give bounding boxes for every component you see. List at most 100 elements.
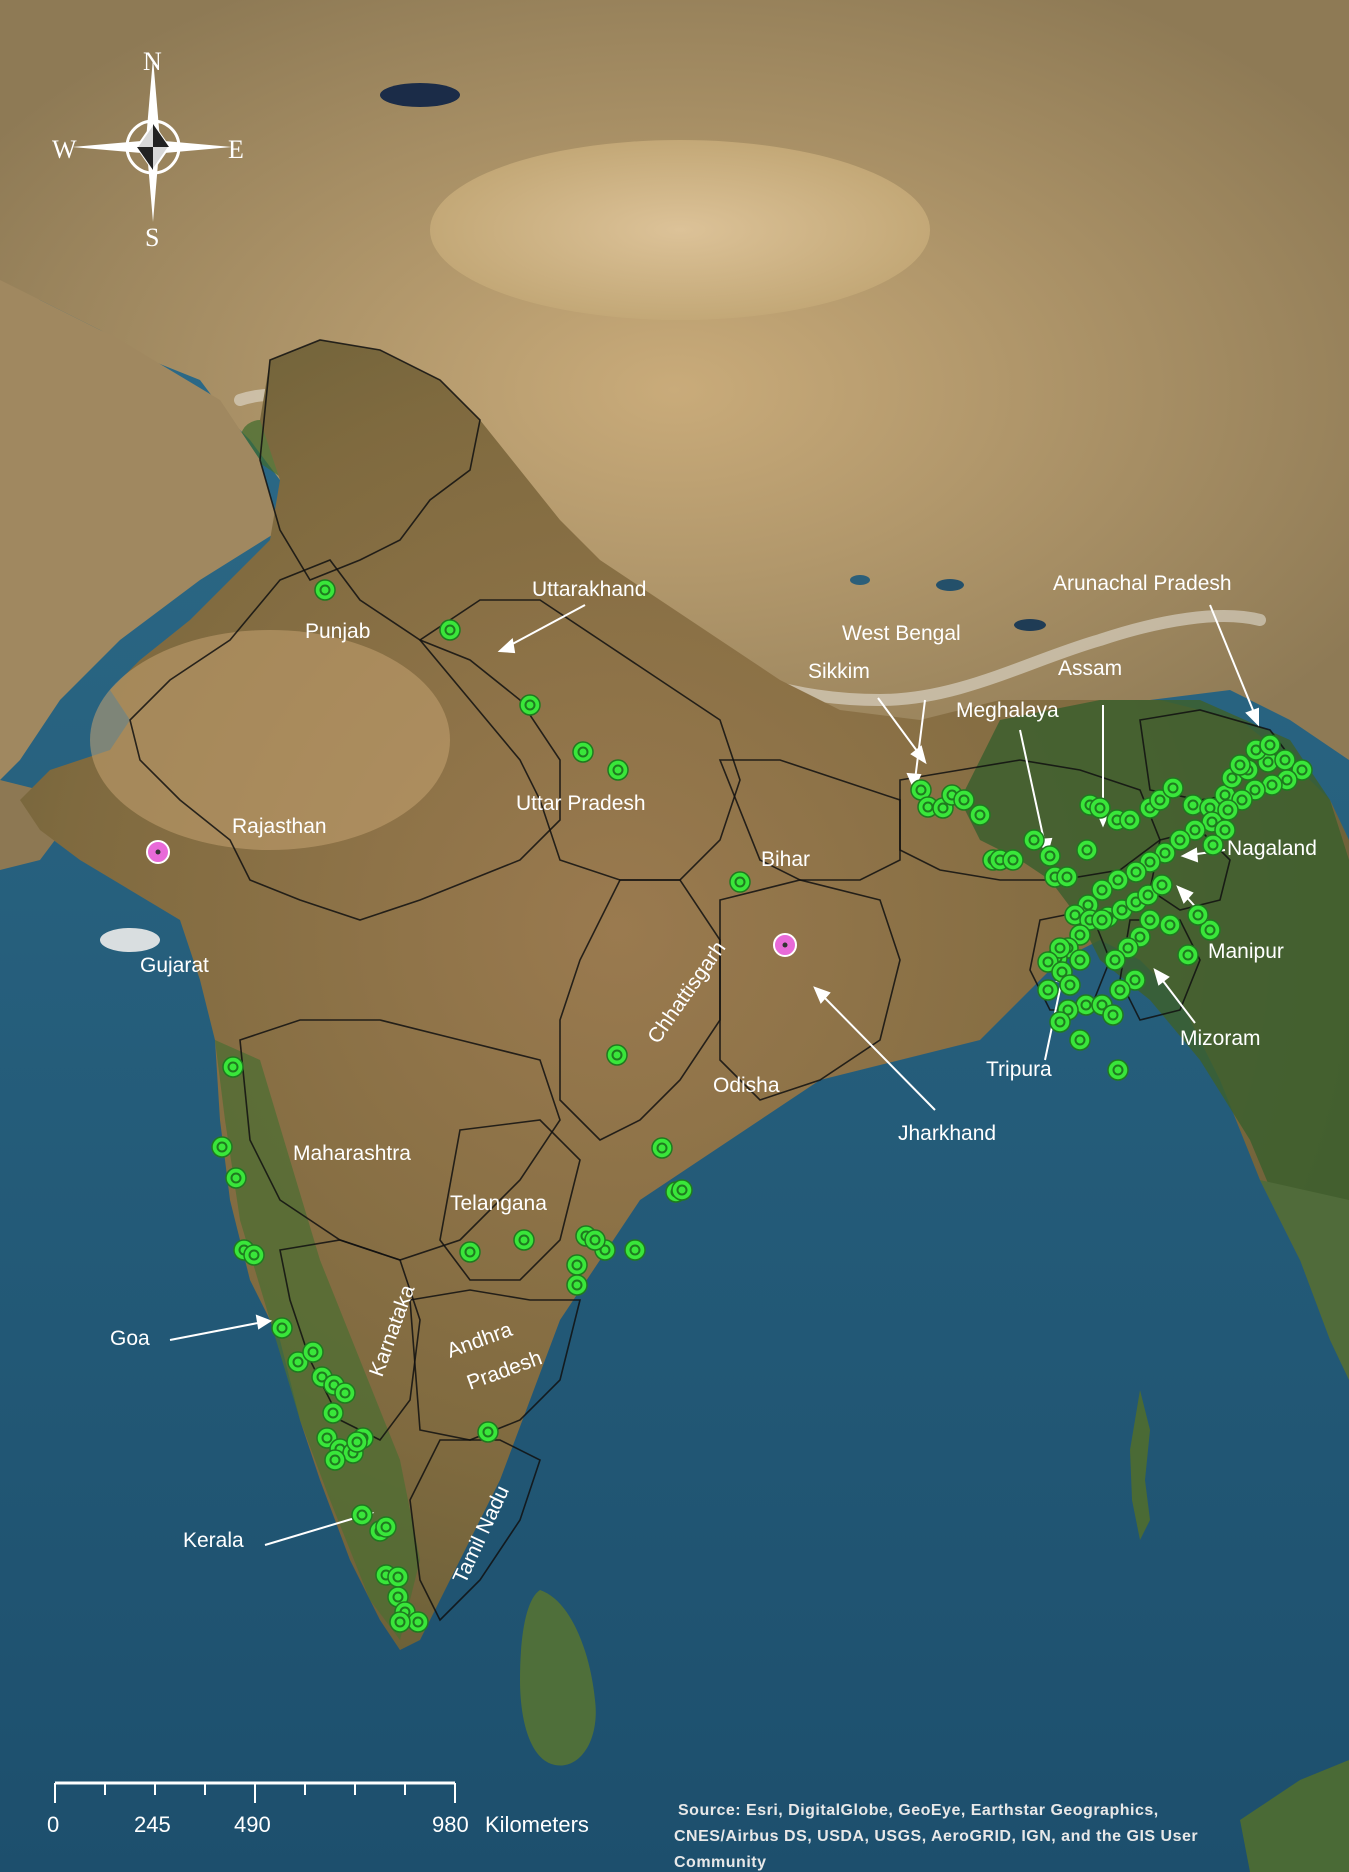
western-ghats xyxy=(215,1040,420,1640)
occurrence-marker xyxy=(222,1056,244,1078)
state-label: Meghalaya xyxy=(956,699,1059,722)
state-label: Gujarat xyxy=(140,954,209,977)
occurrence-marker xyxy=(1002,849,1024,871)
occurrence-marker xyxy=(606,1044,628,1066)
state-label: Maharashtra xyxy=(293,1142,411,1165)
occurrence-marker xyxy=(1124,969,1146,991)
compass-north: N xyxy=(143,47,162,76)
occurrence-marker xyxy=(1109,979,1131,1001)
state-label: Mizoram xyxy=(1180,1027,1261,1050)
lake xyxy=(850,575,870,585)
compass-rose: N S E W xyxy=(52,47,244,252)
occurrence-marker xyxy=(1202,834,1224,856)
attribution-line: CNES/Airbus DS, USDA, USGS, AeroGRID, IG… xyxy=(674,1828,1198,1845)
scale-tick-label: 0 xyxy=(47,1812,59,1837)
occurrence-marker xyxy=(1139,909,1161,931)
occurrence-marker xyxy=(1037,979,1059,1001)
state-label: Manipur xyxy=(1208,940,1284,963)
state-label: Assam xyxy=(1058,657,1122,680)
occurrence-marker xyxy=(1091,879,1113,901)
occurrence-marker xyxy=(1199,919,1221,941)
occurrence-marker xyxy=(1214,819,1236,841)
occurrence-marker xyxy=(969,804,991,826)
occurrence-marker xyxy=(1107,1059,1129,1081)
thar-desert xyxy=(90,630,450,850)
occurrence-marker xyxy=(1104,949,1126,971)
occurrence-marker xyxy=(1091,909,1113,931)
occurrence-marker xyxy=(1159,914,1181,936)
occurrence-marker xyxy=(375,1516,397,1538)
occurrence-marker xyxy=(1089,797,1111,819)
northern-landmass xyxy=(0,0,1349,780)
state-label: Tripura xyxy=(986,1058,1052,1081)
occurrence-marker xyxy=(1039,845,1061,867)
occurrence-marker xyxy=(1291,759,1313,781)
occurrence-marker xyxy=(1151,874,1173,896)
occurrence-marker xyxy=(572,741,594,763)
occurrence-marker xyxy=(407,1611,429,1633)
desert-area xyxy=(430,140,930,320)
sumatra-tip xyxy=(1240,1760,1349,1872)
state-label: Arunachal Pradesh xyxy=(1053,572,1232,595)
sri-lanka xyxy=(520,1590,596,1766)
scale-tick-label: 490 xyxy=(234,1812,271,1837)
occurrence-marker xyxy=(389,1611,411,1633)
state-label: Jharkhand xyxy=(898,1122,996,1145)
state-label: Punjab xyxy=(305,620,370,643)
lake xyxy=(1014,619,1046,631)
state-label: Odisha xyxy=(713,1074,780,1097)
occurrence-marker xyxy=(1259,734,1281,756)
occurrence-marker xyxy=(314,579,336,601)
occurrence-marker xyxy=(624,1239,646,1261)
scale-tick-label: 245 xyxy=(134,1812,171,1837)
occurrence-marker xyxy=(346,1431,368,1453)
lake xyxy=(936,579,964,591)
occurrence-markers xyxy=(146,579,1313,1633)
occurrence-marker xyxy=(302,1341,324,1363)
other-marker xyxy=(146,840,170,864)
occurrence-marker xyxy=(211,1136,233,1158)
occurrence-marker xyxy=(324,1449,346,1471)
scale-bar: 0 245 490 980 Kilometers xyxy=(47,1781,589,1837)
northeast-forest xyxy=(960,700,1349,1260)
occurrence-marker xyxy=(1069,949,1091,971)
occurrence-marker xyxy=(1107,869,1129,891)
state-label: West Bengal xyxy=(842,622,961,645)
occurrence-marker xyxy=(1187,904,1209,926)
compass-rose-icon xyxy=(72,58,232,222)
occurrence-marker xyxy=(1049,937,1071,959)
state-label: Uttar Pradesh xyxy=(516,792,646,815)
occurrence-marker xyxy=(287,1351,309,1373)
occurrence-marker xyxy=(1184,819,1206,841)
attribution-line: Community xyxy=(674,1854,767,1871)
occurrence-marker xyxy=(334,1382,356,1404)
western-landmass xyxy=(0,280,280,780)
occurrence-marker xyxy=(1076,839,1098,861)
occurrence-marker xyxy=(1229,754,1251,776)
state-label: Nagaland xyxy=(1227,837,1317,860)
occurrence-marker xyxy=(477,1421,499,1443)
occurrence-marker xyxy=(607,759,629,781)
lake xyxy=(380,83,460,107)
occurrence-marker xyxy=(1169,829,1191,851)
occurrence-marker xyxy=(1261,774,1283,796)
occurrence-marker xyxy=(1125,861,1147,883)
compass-east: E xyxy=(228,135,244,164)
occurrence-marker xyxy=(1049,1011,1071,1033)
occurrence-marker xyxy=(584,1229,606,1251)
occurrence-marker xyxy=(671,1179,693,1201)
occurrence-marker xyxy=(566,1274,588,1296)
other-marker xyxy=(773,933,797,957)
occurrence-marker xyxy=(459,1241,481,1263)
compass-south: S xyxy=(145,223,159,252)
compass-west: W xyxy=(52,135,77,164)
lake xyxy=(100,928,160,952)
occurrence-marker xyxy=(387,1566,409,1588)
occurrence-marker xyxy=(243,1244,265,1266)
occurrence-marker xyxy=(1056,866,1078,888)
state-label: Rajasthan xyxy=(232,815,327,838)
occurrence-marker xyxy=(1069,1029,1091,1051)
occurrence-marker xyxy=(513,1229,535,1251)
occurrence-marker xyxy=(351,1504,373,1526)
